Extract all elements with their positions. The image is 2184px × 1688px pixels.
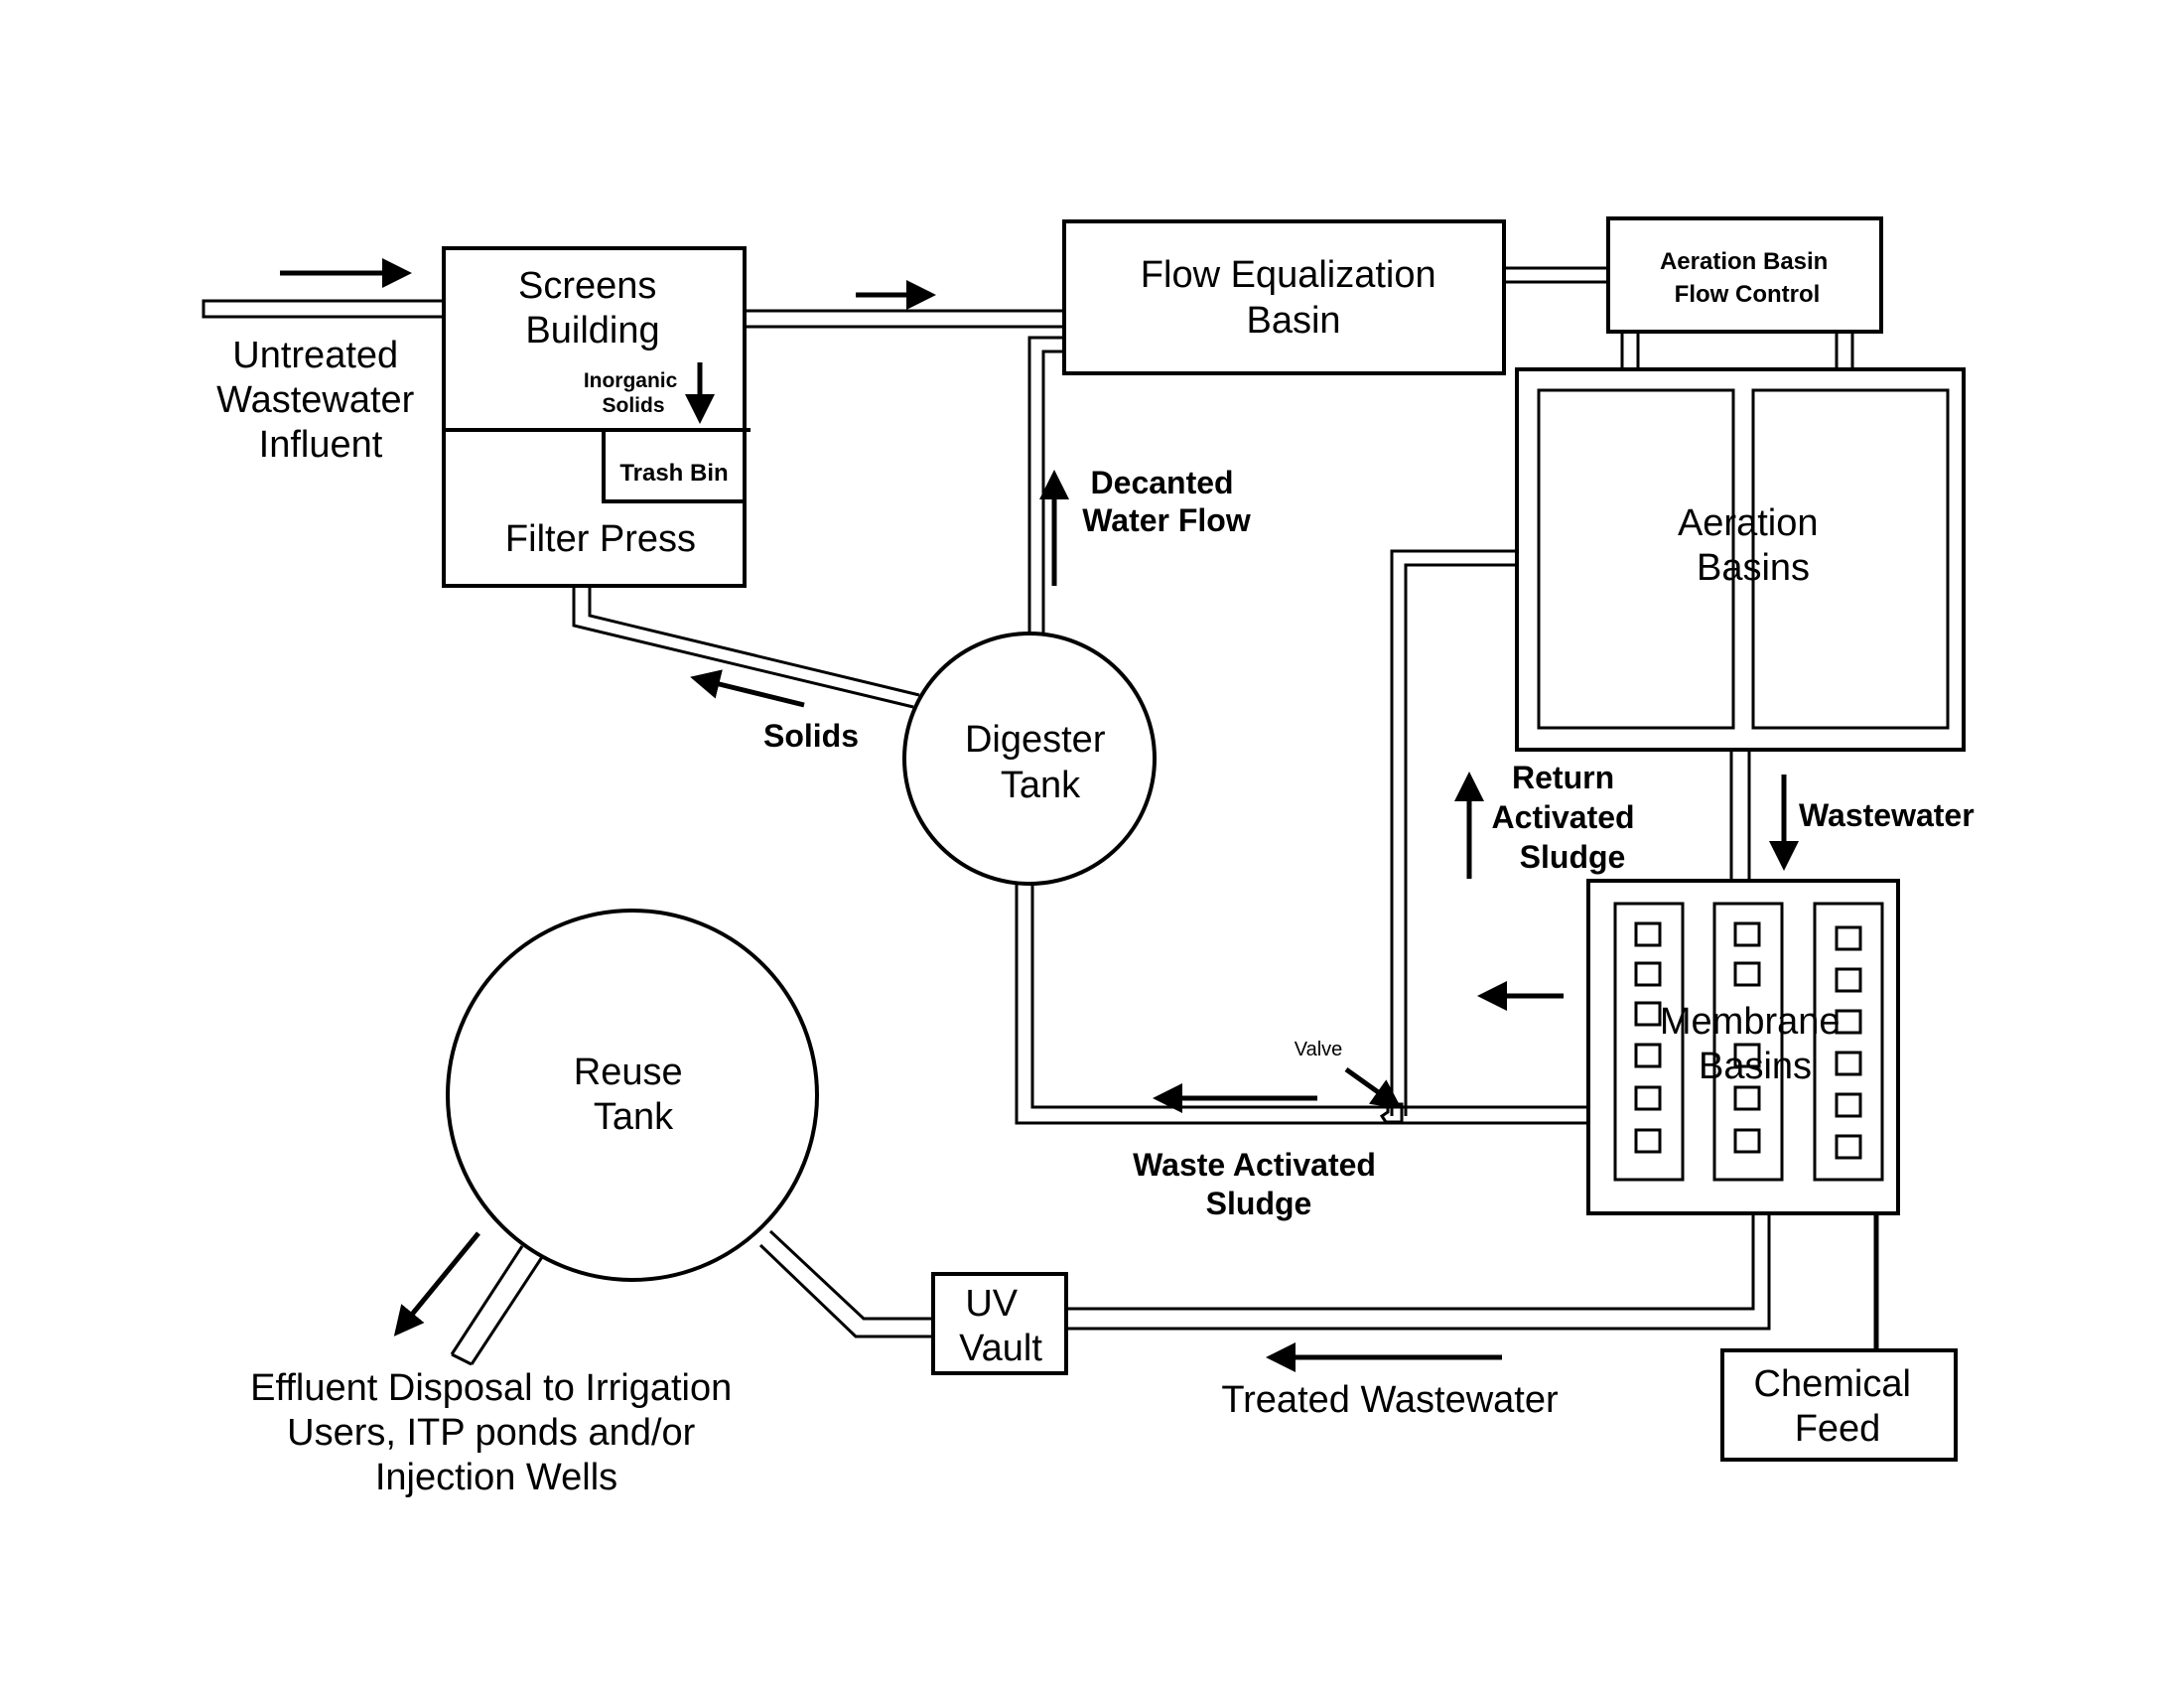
membrane-cell [1634, 1001, 1662, 1027]
membrane-cell [1634, 1085, 1662, 1111]
digester-tank-label: Digester Tank [965, 719, 1116, 806]
membrane-cell [1733, 1043, 1761, 1068]
flow-equalization-box [1062, 219, 1506, 375]
return-sludge-pipe [1390, 549, 1517, 1116]
uv-vault-label: UV Vault [959, 1283, 1042, 1369]
membrane-cell [1733, 1128, 1761, 1154]
aeration-basin-right [1751, 388, 1950, 730]
chemical-feed-box [1720, 1348, 1958, 1462]
wastewater-label: Wastewater [1799, 797, 1975, 833]
decanted-water-label: Decanted Water Flow [1082, 465, 1251, 538]
membrane-cell [1634, 961, 1662, 987]
membrane-cell [1835, 925, 1862, 951]
membrane-modules [1613, 902, 1884, 1182]
treated-water-pipe [1064, 1213, 1771, 1331]
membrane-cell [1835, 1092, 1862, 1118]
flow-equalization-label: Flow Equalization Basin [1141, 254, 1446, 342]
reuse-tank-label: Reuse Tank [574, 1052, 693, 1138]
membrane-module-2 [1712, 902, 1784, 1182]
membrane-cell [1835, 1134, 1862, 1160]
membrane-cell [1733, 921, 1761, 947]
membrane-cell [1835, 967, 1862, 993]
effluent-outlet-pipe [450, 1245, 544, 1366]
digester-tank [902, 632, 1157, 886]
filter-press-label: Filter Press [505, 518, 696, 560]
trash-bin-label: Trash Bin [619, 460, 728, 487]
membrane-cell [1733, 961, 1761, 987]
solids-label: Solids [763, 718, 859, 754]
valve-pointer-arrow [1344, 1066, 1403, 1109]
control-legs [1620, 332, 1854, 369]
screens-to-equalization-pipe [743, 309, 1064, 329]
aeration-basins-outer [1515, 367, 1966, 752]
membrane-cell [1835, 1009, 1862, 1035]
membrane-cell [1634, 1128, 1662, 1154]
effluent-arrow [393, 1231, 480, 1336]
membrane-cell [1634, 921, 1662, 947]
influent-pipe [202, 299, 446, 319]
inorganic-solids-label: Inorganic Solids [584, 369, 683, 417]
solids-pipe [572, 584, 920, 709]
membrane-basins-label: Membrane Basins [1660, 1001, 1850, 1087]
aeration-basin-left [1537, 388, 1735, 730]
membrane-cell [1733, 1085, 1761, 1111]
membrane-cell [1634, 1043, 1662, 1068]
effluent-disposal-label: Effluent Disposal to Irrigation Users, I… [250, 1367, 743, 1498]
valve-label: Valve [1295, 1039, 1343, 1060]
equalization-to-control-pipe [1504, 266, 1608, 284]
treated-wastewater-label: Treated Wastewater [1221, 1379, 1559, 1421]
chemical-feed-label: Chemical Feed [1754, 1363, 1922, 1450]
membrane-module-1 [1613, 902, 1685, 1182]
uv-vault-box [931, 1272, 1068, 1375]
decanted-water-pipe [1027, 336, 1064, 635]
aeration-to-membrane-pipe [1729, 750, 1751, 881]
waste-sludge-pipe [1015, 882, 1588, 1125]
uv-to-reuse-pipe [758, 1229, 933, 1338]
aeration-basins-label: Aeration Basins [1678, 502, 1829, 589]
membrane-module-3 [1813, 902, 1884, 1182]
untreated-label: Untreated Wastewater Influent [216, 335, 425, 466]
waste-sludge-label: Waste Activated Sludge [1133, 1147, 1385, 1221]
aeration-control-label: Aeration Basin Flow Control [1660, 248, 1835, 308]
trash-bin-box [602, 428, 747, 503]
screens-building-label: Screens Building [518, 265, 667, 352]
membrane-cell [1835, 1051, 1862, 1076]
solids-arrow [690, 669, 805, 708]
aeration-control-box [1606, 216, 1883, 334]
return-sludge-label: Return Activated Sludge [1492, 760, 1644, 875]
flow-arrows [280, 258, 1799, 1372]
reuse-tank [446, 909, 819, 1282]
